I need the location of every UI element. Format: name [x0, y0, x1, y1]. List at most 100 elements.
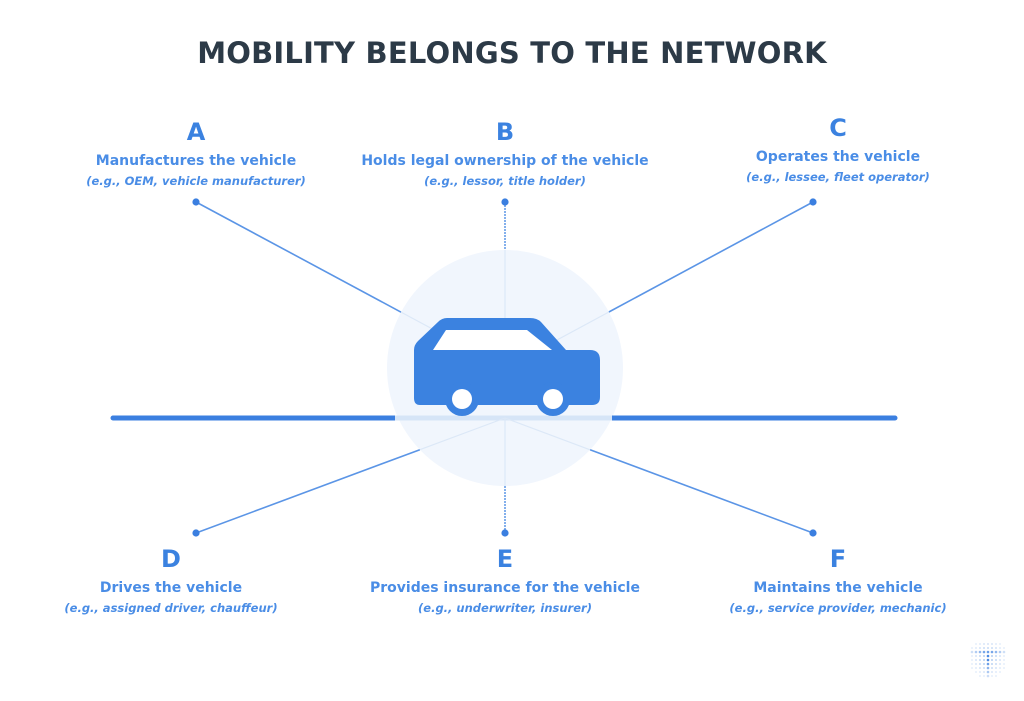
node-letter: D	[161, 545, 181, 573]
logo-dot	[1003, 663, 1005, 665]
connector-line	[195, 448, 421, 534]
node-a: A Manufactures the vehicle (e.g., OEM, v…	[26, 118, 366, 189]
connector-dot	[192, 198, 200, 206]
connector-dot	[809, 529, 817, 537]
logo-dot	[979, 659, 981, 661]
logo-dot	[999, 655, 1001, 657]
logo-dot	[991, 675, 993, 677]
logo-dot	[1003, 659, 1005, 661]
logo-dot	[975, 647, 977, 649]
node-c: C Operates the vehicle (e.g., lessee, fl…	[668, 114, 1008, 185]
logo-dot	[995, 643, 997, 645]
logo-dot	[979, 671, 981, 673]
logo-dot	[999, 647, 1001, 649]
connector-dot	[192, 529, 200, 537]
logo-dot	[991, 647, 993, 649]
node-role: Maintains the vehicle	[753, 580, 923, 596]
connector-dot	[501, 529, 509, 537]
logo-dot	[975, 671, 977, 673]
logo-dot	[970, 650, 974, 654]
logo-dot	[998, 650, 1002, 654]
node-role: Drives the vehicle	[99, 580, 243, 596]
logo-dot	[983, 659, 985, 661]
logo-dot	[974, 650, 978, 654]
node-role: Holds legal ownership of the vehicle	[361, 153, 649, 169]
logo-dot	[991, 643, 993, 645]
logo-dot	[975, 643, 977, 645]
logo-dot	[991, 655, 993, 657]
logo-dot	[999, 643, 1001, 645]
node-examples: (e.g., assigned driver, chauffeur)	[64, 601, 278, 615]
logo-dot	[983, 671, 985, 673]
logo-dot	[975, 667, 977, 669]
connector-line	[195, 201, 402, 313]
node-letter: F	[829, 545, 847, 573]
logo-dot	[978, 650, 982, 654]
node-letter: B	[495, 118, 515, 146]
logo-dot	[995, 675, 997, 677]
logo-dot	[999, 667, 1001, 669]
node-letter: C	[829, 114, 847, 142]
node-e: E Provides insurance for the vehicle (e.…	[335, 545, 675, 616]
node-examples: (e.g., lessor, title holder)	[424, 174, 586, 188]
logo-dot	[1003, 647, 1005, 649]
logo-dot	[999, 659, 1001, 661]
logo-dot	[983, 655, 985, 657]
logo-dot	[971, 659, 973, 661]
logo-dot	[983, 647, 985, 649]
logo-dot	[995, 647, 997, 649]
logo-dot	[979, 643, 981, 645]
logo-dot	[975, 659, 977, 661]
node-examples: (e.g., lessee, fleet operator)	[746, 170, 930, 184]
logo-dot	[990, 650, 994, 654]
logo-dot	[986, 654, 990, 658]
logo-dot	[983, 675, 985, 677]
logo-dot	[979, 663, 981, 665]
node-letter: E	[496, 545, 514, 573]
connector-line	[589, 449, 814, 534]
logo-dot	[995, 671, 997, 673]
logo-dot	[986, 658, 990, 662]
logo-dot	[971, 647, 973, 649]
logo-dot	[983, 663, 985, 665]
logo-dot	[987, 643, 989, 645]
logo-dot	[975, 655, 977, 657]
logo-dot	[986, 662, 990, 666]
logo-dot	[987, 647, 989, 649]
logo-dot	[1003, 667, 1005, 669]
logo-dot	[971, 663, 973, 665]
logo-dot	[995, 655, 997, 657]
connector-line-inner	[504, 417, 591, 451]
logo-dot	[991, 659, 993, 661]
page-title: MOBILITY BELONGS TO THE NETWORK	[197, 36, 827, 70]
node-role: Operates the vehicle	[755, 149, 921, 165]
node-role: Provides insurance for the vehicle	[370, 580, 640, 596]
node-examples: (e.g., OEM, vehicle manufacturer)	[86, 174, 306, 188]
logo-dot	[986, 670, 990, 674]
logo-dot	[999, 663, 1001, 665]
connector-line-inner	[419, 417, 506, 451]
dot-grid-logo-icon	[970, 643, 1006, 678]
logo-dot	[971, 655, 973, 657]
logo-dot	[991, 667, 993, 669]
logo-dot	[1002, 650, 1006, 654]
node-examples: (e.g., underwriter, insurer)	[418, 601, 592, 615]
logo-dot	[982, 650, 986, 654]
logo-dot	[983, 643, 985, 645]
logo-dot	[979, 647, 981, 649]
logo-dot	[995, 667, 997, 669]
car-icon	[414, 318, 600, 416]
logo-dot	[971, 667, 973, 669]
node-f: F Maintains the vehicle (e.g., service p…	[668, 545, 1008, 616]
logo-dot	[986, 666, 990, 670]
logo-dot	[986, 674, 990, 678]
node-examples: (e.g., service provider, mechanic)	[729, 601, 947, 615]
logo-dot	[975, 663, 977, 665]
logo-dot	[1003, 655, 1005, 657]
logo-dot	[995, 659, 997, 661]
node-b: B Holds legal ownership of the vehicle (…	[335, 118, 675, 189]
logo-dot	[991, 663, 993, 665]
node-role: Manufactures the vehicle	[95, 153, 297, 169]
logo-dot	[999, 671, 1001, 673]
